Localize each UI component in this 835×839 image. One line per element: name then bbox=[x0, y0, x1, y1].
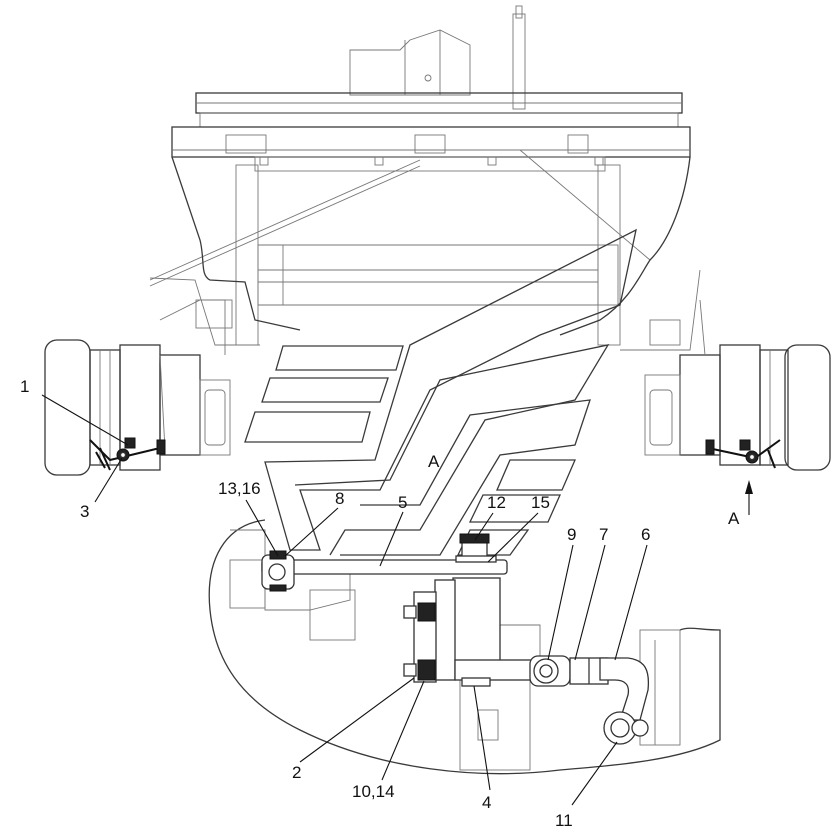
callout-3: 3 bbox=[80, 502, 89, 521]
left-brake-lever bbox=[89, 437, 166, 471]
callout-labels: 1 3 13,16 8 5 12 15 9 7 6 2 10,14 4 11 bbox=[20, 377, 650, 830]
left-wheel bbox=[44, 299, 233, 476]
callout-10-14: 10,14 bbox=[352, 782, 395, 801]
callout-8: 8 bbox=[335, 489, 344, 508]
callout-4: 4 bbox=[482, 793, 491, 812]
callout-1: 1 bbox=[20, 377, 29, 396]
right-brake-lever bbox=[705, 439, 781, 469]
transition-band bbox=[244, 228, 637, 556]
callout-6: 6 bbox=[641, 525, 650, 544]
view-arrow-a: A bbox=[728, 480, 753, 528]
callout-11: 11 bbox=[555, 811, 573, 830]
bracket-assembly bbox=[261, 533, 650, 745]
right-wheel bbox=[644, 299, 831, 471]
callout-13-16: 13,16 bbox=[218, 479, 261, 498]
callout-12: 12 bbox=[487, 493, 506, 512]
callout-15: 15 bbox=[531, 493, 550, 512]
detail-label-a: A bbox=[428, 452, 440, 471]
callout-5: 5 bbox=[398, 493, 407, 512]
callout-9: 9 bbox=[567, 525, 576, 544]
machine-frame bbox=[149, 5, 701, 351]
callout-7: 7 bbox=[599, 525, 608, 544]
callout-2: 2 bbox=[292, 763, 301, 782]
leader-lines bbox=[41, 394, 648, 806]
view-marker-label: A bbox=[728, 509, 740, 528]
